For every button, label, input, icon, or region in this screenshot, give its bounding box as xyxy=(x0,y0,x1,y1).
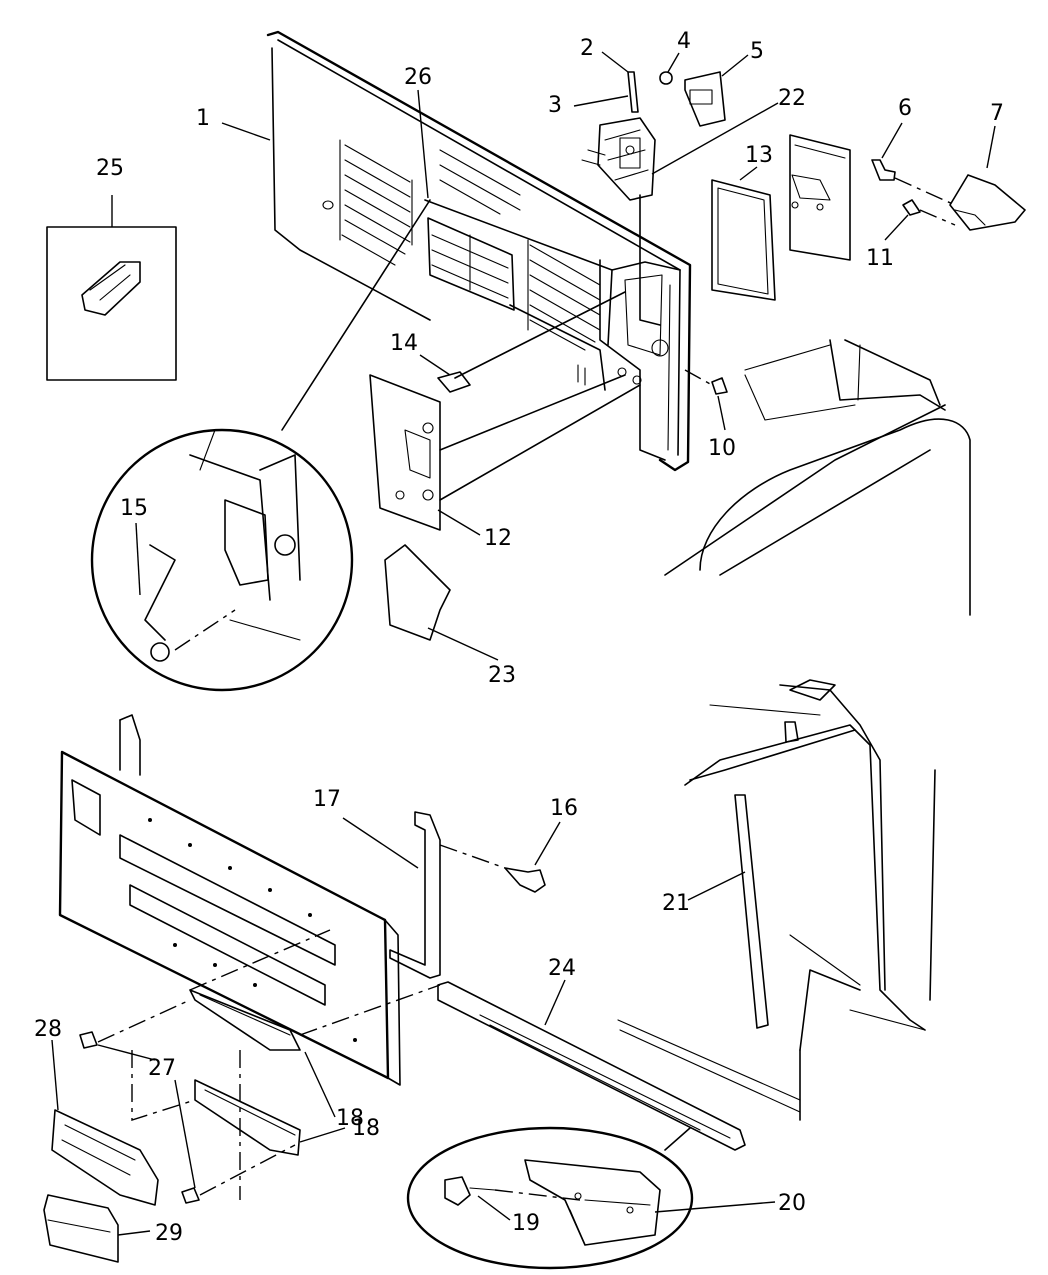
callout-5: 5 xyxy=(750,39,764,64)
tailgate-upper-panel xyxy=(266,30,692,472)
callout-16: 16 xyxy=(550,796,578,821)
weatherstrip-24 xyxy=(437,981,746,1151)
latch-detail-circle xyxy=(90,199,431,692)
callout-18-upper: 18 xyxy=(336,1106,364,1131)
callout-1: 1 xyxy=(196,106,210,131)
tailgate-holes xyxy=(148,818,357,1042)
callout-10: 10 xyxy=(708,436,736,461)
callout-18-lower: 18 xyxy=(352,1116,380,1141)
callout-3: 3 xyxy=(548,93,562,118)
bolt-16 xyxy=(439,844,546,893)
body-corner-upper xyxy=(664,339,971,616)
callout-25: 25 xyxy=(96,156,124,181)
callout-6: 6 xyxy=(898,96,912,121)
seal-and-handle-housing xyxy=(711,134,851,301)
callout-2: 2 xyxy=(580,36,594,61)
callout-19: 19 xyxy=(512,1211,540,1236)
callout-26: 26 xyxy=(404,65,432,90)
panel-vent-slots xyxy=(339,139,601,351)
callout-15: 15 xyxy=(120,496,148,521)
callout-7: 7 xyxy=(990,101,1004,126)
striker-and-bolts xyxy=(871,159,1026,231)
leader-lines xyxy=(51,51,996,1236)
callout-22: 22 xyxy=(778,86,806,111)
callout-29: 29 xyxy=(155,1221,183,1246)
callout-12: 12 xyxy=(484,526,512,551)
lower-tailgate xyxy=(43,714,441,1263)
callout-13: 13 xyxy=(745,143,773,168)
callout-4: 4 xyxy=(677,29,691,54)
callout-28: 28 xyxy=(34,1017,62,1042)
callout-17: 17 xyxy=(313,787,341,812)
body-corner-lower xyxy=(617,679,936,1121)
callout-23: 23 xyxy=(488,663,516,688)
callout-24: 24 xyxy=(548,956,576,981)
latch-assembly xyxy=(581,71,726,326)
callout-14: 14 xyxy=(390,331,418,356)
callout-11: 11 xyxy=(866,246,894,271)
callout-labels: 1 2 3 4 5 6 7 10 11 12 13 14 15 16 17 18… xyxy=(34,29,1004,1246)
part-23-pad xyxy=(384,544,451,641)
callout-20: 20 xyxy=(778,1191,806,1216)
callout-21: 21 xyxy=(662,891,690,916)
hinge-detail-ellipse xyxy=(406,1126,694,1270)
part-25-box xyxy=(46,226,177,381)
lower-latch-parts xyxy=(369,291,728,531)
callout-27-left: 27 xyxy=(148,1056,176,1081)
